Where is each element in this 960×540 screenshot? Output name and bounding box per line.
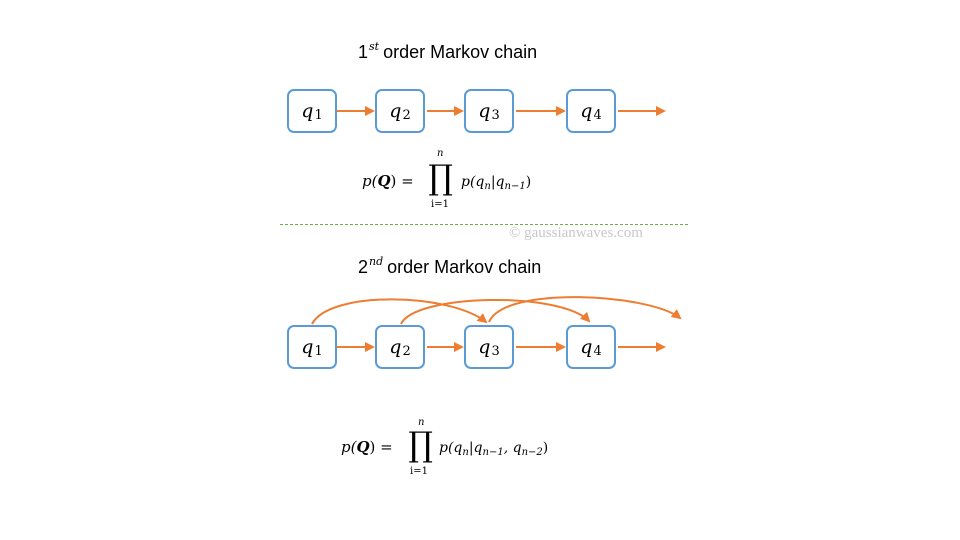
node-symbol: q	[478, 336, 491, 358]
node-symbol: q	[301, 100, 314, 122]
arc-q2-q4	[400, 298, 591, 325]
arc-q1-q3	[311, 298, 488, 325]
formula-rhs: p(qn|qn−1)	[461, 174, 532, 192]
first-order-number: 1	[358, 42, 369, 62]
node-symbol: q	[580, 336, 593, 358]
node-symbol: q	[580, 100, 593, 122]
formula-lower-limit: i=1	[410, 466, 428, 477]
second-order-number: 2	[358, 257, 369, 277]
arc-q3-out	[488, 296, 682, 323]
second-order-title-text: order Markov chain	[387, 257, 542, 277]
node-subscript: 1	[314, 343, 323, 359]
node-symbol: q	[478, 100, 491, 122]
product-symbol: ∏	[408, 425, 433, 465]
first-order-title-text: order Markov chain	[383, 42, 538, 62]
node-subscript: 3	[491, 343, 500, 359]
formula-lower-limit: i=1	[431, 199, 449, 210]
node-subscript: 2	[402, 343, 411, 359]
formula-lhs: p(Q) =	[341, 438, 393, 456]
section-divider	[280, 224, 688, 225]
second-order-superscript: nd	[369, 255, 384, 268]
node-subscript: 3	[491, 107, 500, 123]
node-subscript: 4	[593, 343, 602, 359]
formula-upper-limit: n	[418, 417, 425, 428]
watermark: © gaussianwaves.com	[509, 225, 643, 241]
node-subscript: 2	[402, 107, 411, 123]
node-symbol: q	[389, 336, 402, 358]
product-symbol: ∏	[428, 158, 453, 198]
node-subscript: 1	[314, 107, 323, 123]
formula-lhs: p(Q) =	[362, 172, 414, 190]
formula-rhs: p(qn|qn−1, qn−2)	[439, 440, 549, 458]
node-symbol: q	[301, 336, 314, 358]
node-symbol: q	[389, 100, 402, 122]
first-order-superscript: st	[369, 40, 380, 53]
node-subscript: 4	[593, 107, 602, 123]
formula-upper-limit: n	[437, 148, 444, 159]
